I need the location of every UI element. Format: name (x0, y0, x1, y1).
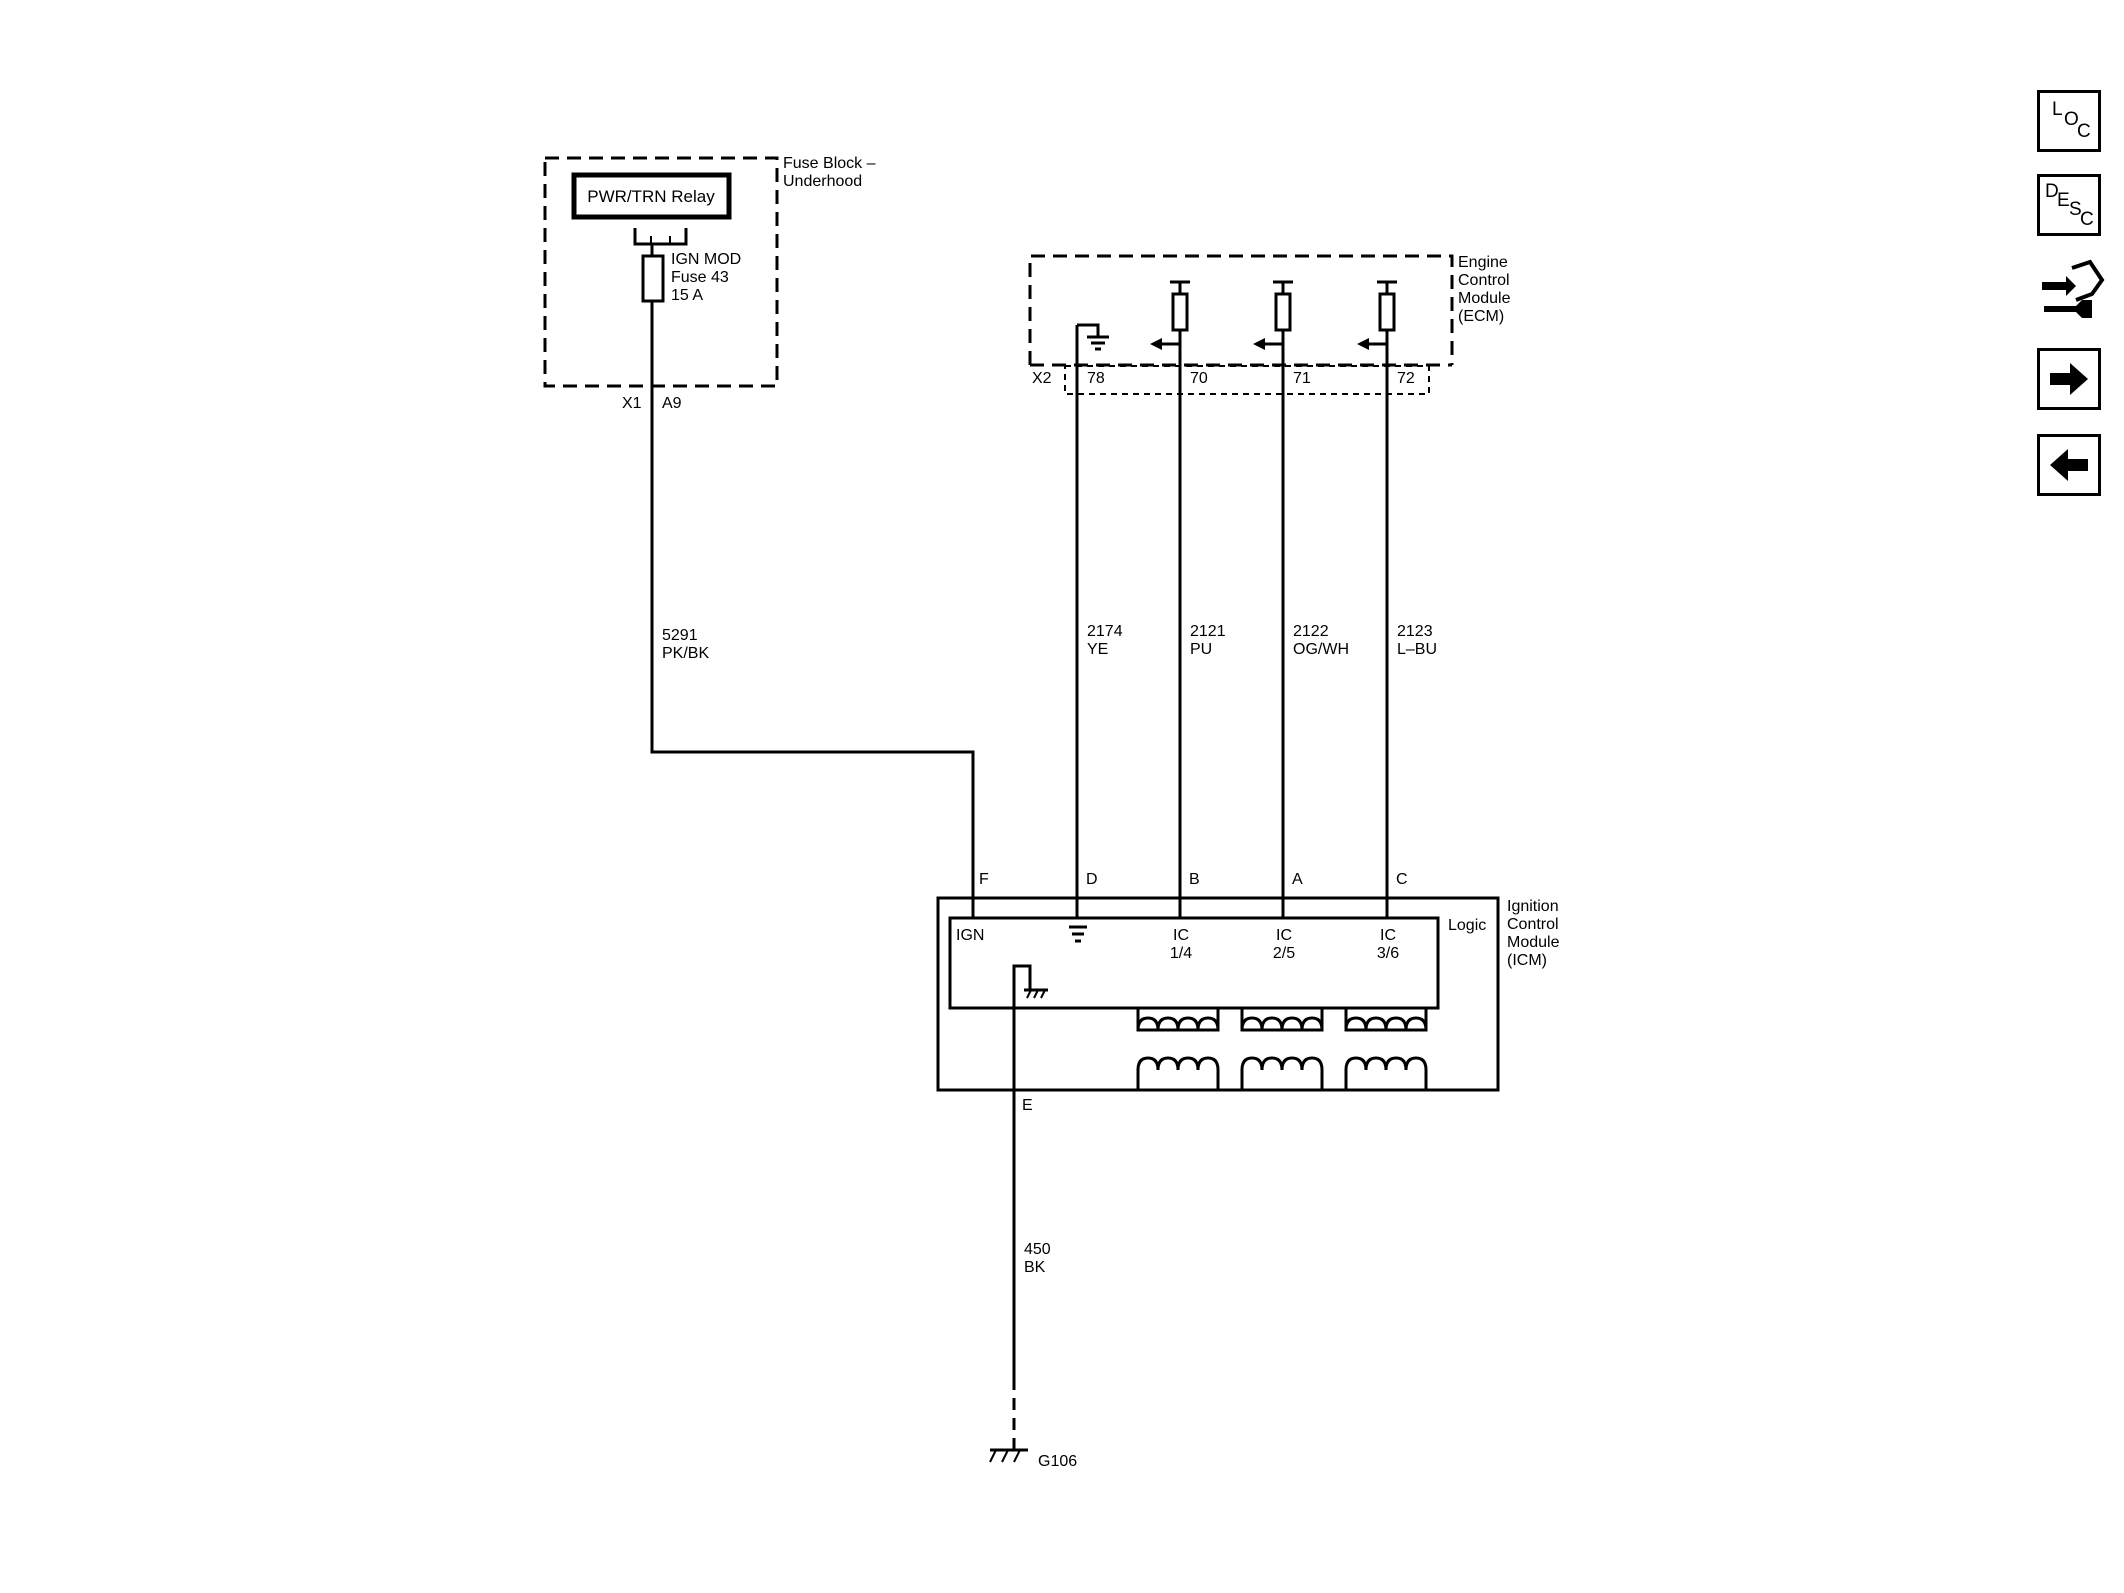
ground-g106-label: G106 (1038, 1453, 1077, 1470)
icm-ic1-label: IC (1173, 927, 1189, 944)
fuse-block-name-2: Underhood (783, 173, 862, 190)
wire-2122-circuit: 2122 (1293, 623, 1329, 640)
connector-repair-icon[interactable] (2036, 254, 2106, 326)
ecm-pin-72: 72 (1397, 370, 1415, 387)
wire-2174-circuit: 2174 (1087, 623, 1123, 640)
icm-logic-label: Logic (1448, 917, 1486, 934)
ecm-connector: X2 (1032, 370, 1052, 387)
ecm-name-2: Control (1458, 272, 1510, 289)
desc-letter-d: D (2045, 181, 2059, 202)
ecm-x2-connector (1064, 365, 1430, 395)
icm-pin-a: A (1292, 871, 1303, 888)
fuse-block-name-1: Fuse Block – (783, 155, 876, 172)
wire-2122-color: OG/WH (1293, 641, 1349, 658)
icm-pin-e: E (1022, 1097, 1033, 1114)
ecm-name-4: (ECM) (1458, 308, 1504, 325)
fuse-label-3: 15 A (671, 287, 703, 304)
icm-name-1: Ignition (1507, 898, 1559, 915)
loc-letter-c: C (2077, 121, 2091, 142)
icm-pin-d: D (1086, 871, 1098, 888)
icm-outline (936, 896, 1500, 1092)
wire-5291-color: PK/BK (662, 645, 709, 662)
icm-pin-b: B (1189, 871, 1200, 888)
wire-5291-circuit: 5291 (662, 627, 698, 644)
wire-2121-circuit: 2121 (1190, 623, 1226, 640)
icm-pin-c: C (1396, 871, 1408, 888)
ecm-outline (1028, 254, 1454, 367)
pwr-trn-relay-box (571, 172, 732, 220)
fuse-block-pin: A9 (662, 395, 682, 412)
ignition-coils (1136, 1008, 1428, 1090)
icm-ic2-label: IC (1276, 927, 1292, 944)
icm-ic1-cyl: 1/4 (1170, 945, 1192, 962)
wire-2174-color: YE (1087, 641, 1108, 658)
previous-button[interactable] (2037, 434, 2101, 496)
icm-name-4: (ICM) (1507, 952, 1547, 969)
description-button[interactable]: D E S C (2037, 174, 2101, 236)
arrow-right-icon (2050, 363, 2088, 395)
ign-mod-fuse-43 (641, 254, 665, 303)
icm-name-2: Control (1507, 916, 1559, 933)
icm-ic3-label: IC (1380, 927, 1396, 944)
icm-ic2-cyl: 2/5 (1273, 945, 1295, 962)
fuse-label-2: Fuse 43 (671, 269, 729, 286)
icm-pin-f: F (979, 871, 989, 888)
desc-letter-e: E (2057, 190, 2070, 211)
ecm-name-1: Engine (1458, 254, 1508, 271)
loc-letter-l: L (2052, 99, 2063, 120)
wire-2123-color: L–BU (1397, 641, 1437, 658)
fuse-block-connector: X1 (622, 395, 642, 412)
icm-ign-label: IGN (956, 927, 984, 944)
location-button[interactable]: L O C (2037, 90, 2101, 152)
wire-450-circuit: 450 (1024, 1241, 1051, 1258)
wire-2123-circuit: 2123 (1397, 623, 1433, 640)
fuse-label-1: IGN MOD (671, 251, 741, 268)
next-button[interactable] (2037, 348, 2101, 410)
fuse-block-outline (543, 156, 779, 388)
relay-label: PWR/TRN Relay (587, 187, 715, 206)
ecm-name-3: Module (1458, 290, 1511, 307)
icm-ic3-cyl: 3/6 (1377, 945, 1399, 962)
arrow-left-icon (2050, 449, 2088, 481)
icm-name-3: Module (1507, 934, 1560, 951)
wire-2121-color: PU (1190, 641, 1212, 658)
icm-logic-box (948, 916, 1440, 1010)
desc-letter-s: S (2069, 199, 2082, 220)
wire-450-color: BK (1024, 1259, 1046, 1276)
desc-letter-c: C (2080, 209, 2094, 230)
wire-5291 (650, 386, 975, 918)
loc-letter-o: O (2064, 109, 2079, 130)
ecm-pin-71: 71 (1293, 370, 1311, 387)
ecm-pin-70: 70 (1190, 370, 1208, 387)
ecm-pin-78: 78 (1087, 370, 1105, 387)
